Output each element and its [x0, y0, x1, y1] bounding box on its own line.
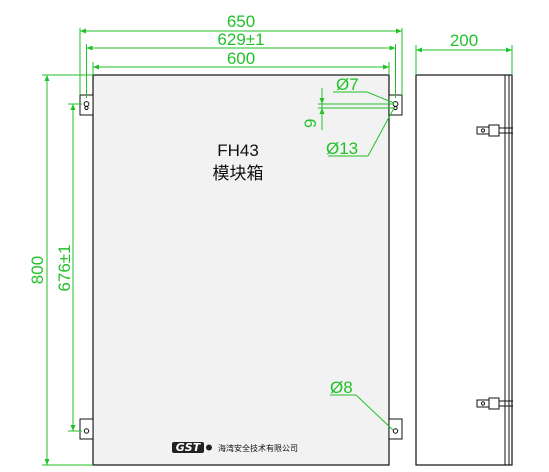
dim-hole-spacing: 629±1 [217, 30, 264, 49]
dim-depth: 200 [450, 31, 478, 50]
dim-hole-height-spacing: 676±1 [55, 244, 74, 291]
front-panel [92, 74, 390, 466]
company-name: 海湾安全技术有限公司 [218, 443, 298, 453]
drawing-subtitle: 模块箱 [213, 164, 264, 183]
drawing-title: FH43 [217, 141, 259, 160]
dim-hole-offset: 9 [301, 119, 320, 128]
dim-overall-width: 650 [227, 12, 255, 31]
dim-hole-small: Ø7 [336, 75, 359, 94]
hinge-top [476, 124, 513, 137]
mounting-ear-bottom-left [79, 418, 94, 440]
dim-body-width: 600 [227, 49, 255, 68]
dim-overall-height: 800 [28, 256, 47, 284]
side-view [415, 74, 513, 466]
mounting-ear-bottom-right [388, 418, 403, 440]
hinge-bottom [476, 397, 513, 410]
company-logo: GST [172, 441, 212, 454]
dim-hole-bottom: Ø8 [330, 378, 353, 397]
svg-text:GST: GST [176, 441, 202, 454]
dim-hole-large: Ø13 [326, 139, 358, 158]
